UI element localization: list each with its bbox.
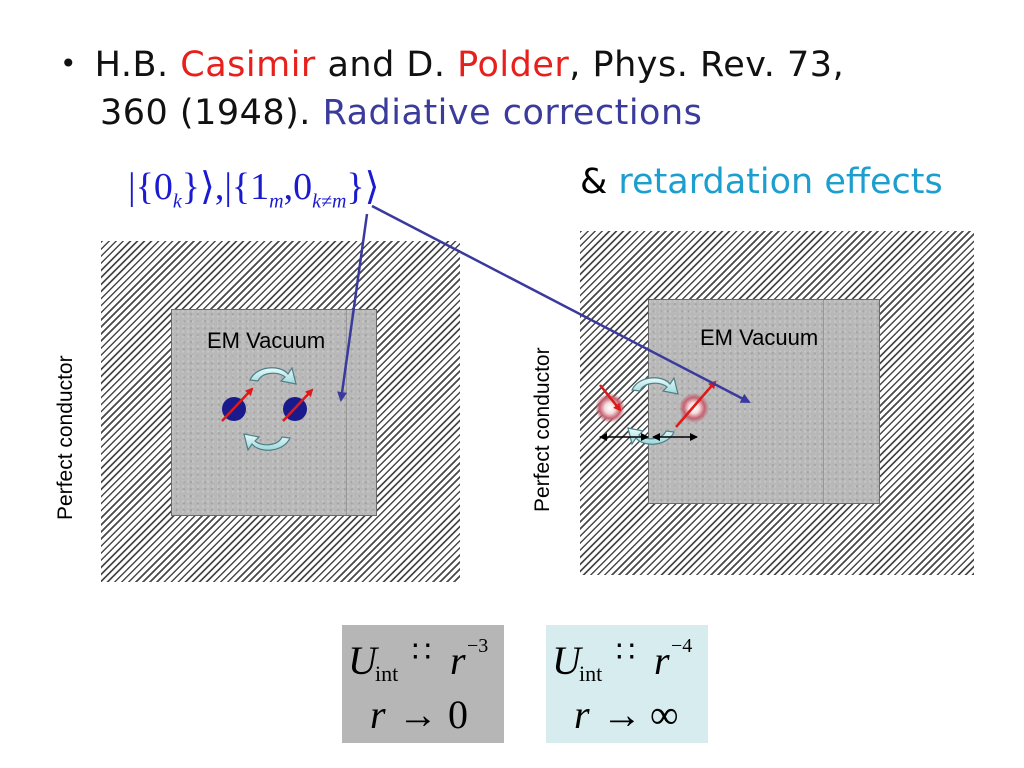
formula-far-arrow: →	[602, 692, 642, 737]
bullet-line-2: 360 (1948). Radiative corrections	[100, 90, 702, 136]
left-vacuum-label: EM Vacuum	[207, 328, 326, 353]
formula-near-limit-r: r	[370, 692, 386, 737]
right-dipole-b-arrow	[675, 380, 717, 428]
formula-far-limit-val: ∞	[650, 692, 679, 737]
right-exchange-top-arrow	[631, 376, 679, 395]
right-atom-a	[595, 393, 625, 423]
left-dipole-a-arrow	[221, 387, 254, 422]
formula-far-exp: −4	[671, 635, 693, 657]
field-states-notation: |{0k}⟩,|{1m,0k≠m}⟩	[128, 166, 380, 213]
formula-far-r: r	[654, 638, 670, 683]
left-exchange-top-arrow	[249, 366, 297, 385]
author-casimir: Casimir	[180, 45, 316, 85]
right-dipole-a-arrow	[599, 384, 622, 412]
formula-near-r: r	[450, 638, 466, 683]
left-dipole-b-arrow	[282, 388, 314, 422]
formula-near-limit-val: 0	[448, 692, 468, 737]
formula-near-arrow: →	[398, 692, 438, 737]
formula-near-U: U	[348, 638, 377, 683]
left-exchange-bottom-arrow	[243, 433, 291, 452]
right-vacuum-cavity	[648, 299, 880, 504]
author-polder: Polder	[457, 45, 570, 85]
bullet-item: • H.B. Casimir and D. Polder, Phys. Rev.…	[60, 42, 844, 90]
formula-near-exp: −3	[467, 635, 489, 657]
formula-far-limit-r: r	[574, 692, 590, 737]
formula-near-sub: int	[375, 661, 399, 686]
retardation-effects: retardation effects	[618, 162, 943, 202]
pointer-arrow-vacuum-left	[337, 213, 369, 402]
radiative-corrections: Radiative corrections	[322, 93, 703, 133]
ampersand: &	[580, 162, 619, 202]
right-vacuum-label: EM Vacuum	[700, 325, 819, 350]
pointer-arrow-vacuum-right	[371, 204, 751, 404]
formula-far-sub: int	[579, 661, 603, 686]
formula-far-field: U int ∷ r −4 r → ∞	[546, 625, 708, 743]
retardation-heading: & retardation effects	[580, 162, 943, 202]
formula-near-field: U int ∷ r −3 r → 0	[342, 625, 504, 743]
reference-journal: , Phys. Rev. 73,	[569, 45, 845, 85]
left-vacuum-cavity	[171, 309, 377, 516]
reference-year: 360 (1948).	[100, 93, 323, 133]
bullet-dot: •	[60, 47, 78, 80]
formula-far-U: U	[552, 638, 581, 683]
formula-far-sim: ∷	[616, 636, 636, 669]
right-exchange-bottom-arrow	[627, 427, 675, 446]
formula-near-sim: ∷	[412, 636, 432, 669]
reference-mid: and D.	[315, 45, 458, 85]
reference-prefix: H.B.	[94, 45, 181, 85]
